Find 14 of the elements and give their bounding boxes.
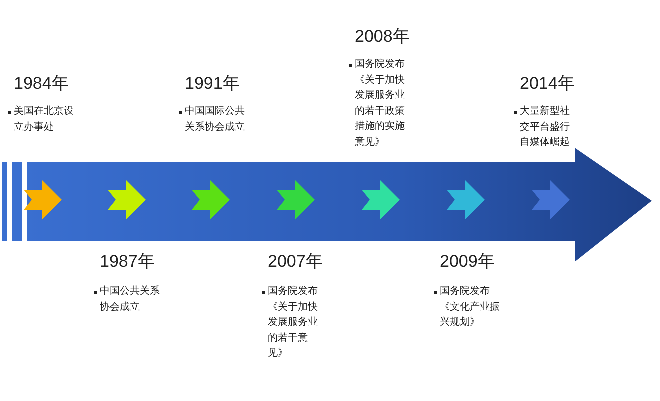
year-label: 2009年 [440, 252, 495, 272]
event-text: 国务院发布《关于加快发展服务业的若干意见》 [268, 284, 319, 361]
year-label: 2008年 [355, 27, 410, 47]
year-label: 1987年 [100, 252, 155, 272]
year-label: 1984年 [14, 74, 69, 94]
event-text: 大量新型社交平台盛行自媒体崛起 [520, 104, 571, 150]
event-text: 国务院发布《关于加快发展服务业的若干政策措施的实施意见》 [355, 58, 406, 150]
event-text: 美国在北京设立办事处 [14, 104, 75, 134]
year-label: 2014年 [520, 74, 575, 94]
year-label: 1991年 [185, 74, 240, 94]
event-text: 国务院发布《文化产业振兴规划》 [440, 284, 500, 330]
year-label: 2007年 [268, 252, 323, 272]
event-text: 中国公共关系协会成立 [100, 284, 161, 314]
event-text: 中国国际公共关系协会成立 [185, 104, 246, 134]
